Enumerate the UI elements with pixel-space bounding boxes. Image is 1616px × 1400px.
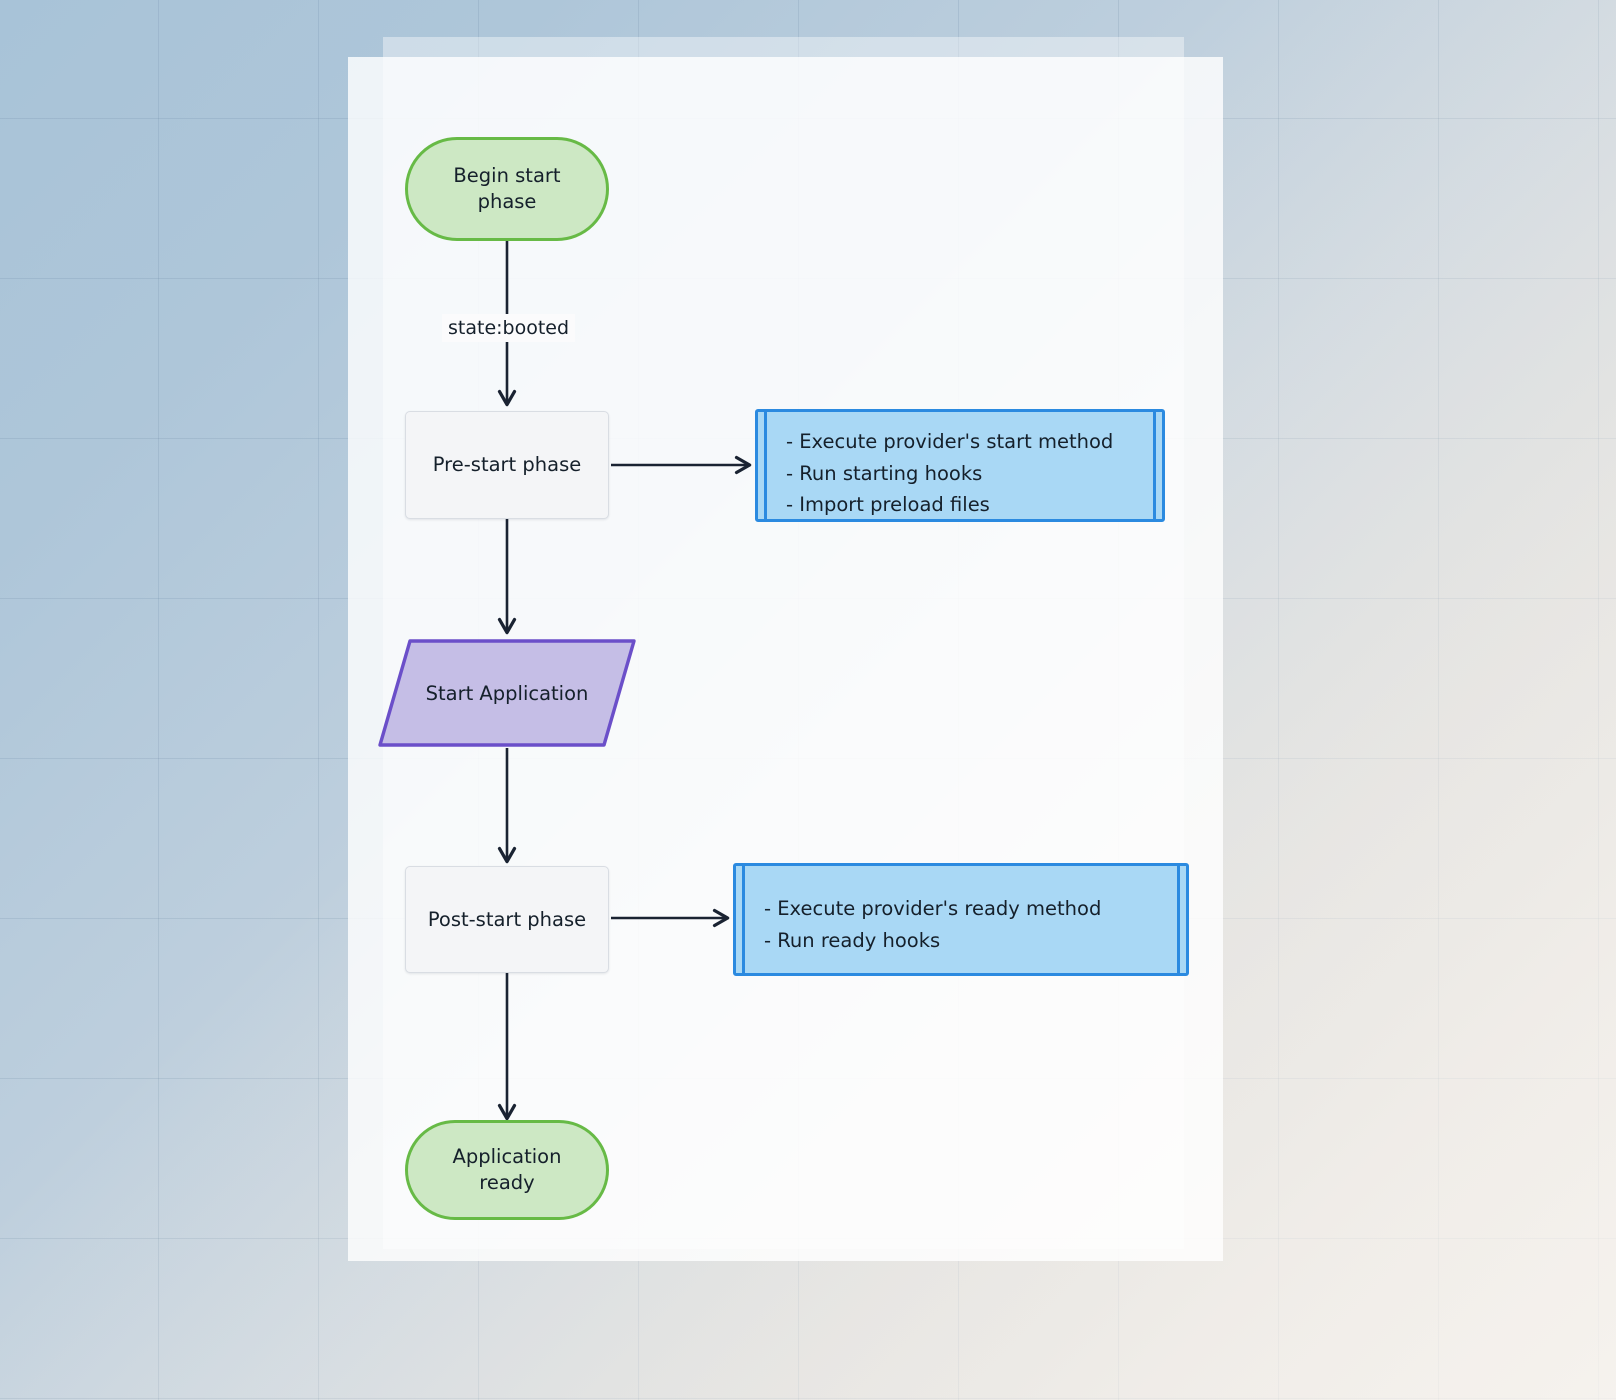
node-ready-line2: ready [479,1171,535,1194]
note-line: - Run ready hooks [764,928,941,952]
edge-label-state-booted: state:booted [442,314,576,342]
note-line: - Execute provider's start method [786,430,1114,453]
node-pre-start-phase-label: Pre-start phase [432,453,582,477]
note-line: - Run starting hooks [786,461,983,485]
note-line: - Import preload files [786,493,990,517]
node-ready-line1: Application [452,1145,562,1169]
note-post-start-phase: - Execute provider's ready method - Run … [733,863,1189,976]
note-pre-start-phase: - Execute provider's start method - Run … [755,409,1165,522]
node-start-application[interactable]: Start Application [375,638,639,748]
node-begin-line2: phase [477,190,537,213]
note-line: - Execute provider's ready method [764,897,1102,920]
node-pre-start-phase[interactable]: Pre-start phase [405,411,609,519]
node-begin-line1: Begin start [453,164,561,188]
node-application-ready-label: Application ready [453,1144,562,1195]
node-post-start-phase-label: Post-start phase [427,907,587,931]
node-begin-start-phase-label: Begin start phase [453,163,560,214]
start-application-shape [378,639,636,747]
node-start-application-label: Start Application [425,681,589,705]
node-begin-start-phase[interactable]: Begin start phase [405,137,609,241]
node-post-start-phase[interactable]: Post-start phase [405,866,609,973]
node-application-ready[interactable]: Application ready [405,1120,609,1220]
